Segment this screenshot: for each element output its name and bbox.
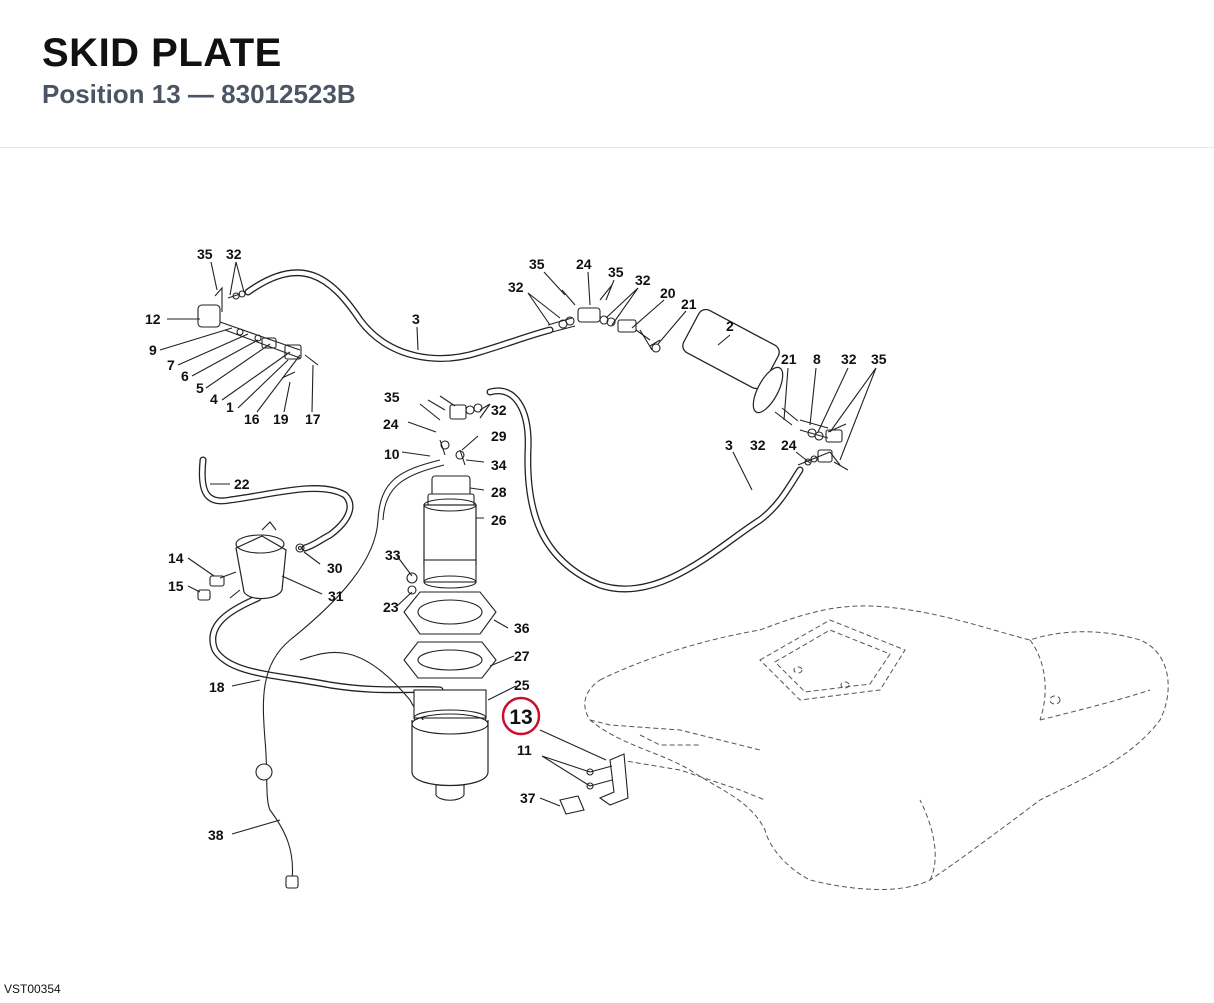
sensor-38: [255, 763, 299, 889]
callout-label: 32: [491, 402, 507, 418]
fuel-hoses: [198, 269, 804, 881]
callout-label: 35: [608, 264, 624, 280]
callout-labels: 35 32 12 9 7 6 5 4 1 16 19 17 3 35 24 35…: [145, 246, 887, 843]
callout-label: 19: [273, 411, 289, 427]
callout-label: 10: [384, 446, 400, 462]
callout-label: 21: [681, 296, 697, 312]
callout-label: 26: [491, 512, 507, 528]
callout-label: 2: [726, 318, 734, 334]
callout-label: 25: [514, 677, 530, 693]
callout-label: 4: [210, 391, 218, 407]
callout-leaders: [159, 261, 877, 835]
callout-label: 35: [529, 256, 545, 272]
callout-label: 18: [209, 679, 225, 695]
callout-label: 32: [635, 272, 651, 288]
fuel-pump-assembly: [403, 395, 497, 801]
highlight-ring: [501, 696, 541, 736]
callout-label: 6: [181, 368, 189, 384]
fuel-tank-outline: [584, 605, 1169, 890]
callout-label: 15: [168, 578, 184, 594]
callout-label: 3: [725, 437, 733, 453]
callout-label: 38: [208, 827, 224, 843]
callout-label: 23: [383, 599, 399, 615]
callout-label: 17: [305, 411, 321, 427]
callout-label: 1: [226, 399, 234, 415]
callout-label: 30: [327, 560, 343, 576]
callout-label: 21: [781, 351, 797, 367]
highlight-label: 13: [509, 706, 532, 729]
callout-label: 22: [234, 476, 250, 492]
callout-label: 16: [244, 411, 260, 427]
highlight-callout-13[interactable]: 13: [501, 696, 541, 736]
callout-label: 24: [383, 416, 399, 432]
callout-label: 14: [168, 550, 184, 566]
diagram-code: VST00354: [4, 982, 61, 996]
callout-label: 36: [514, 620, 530, 636]
callout-label: 32: [750, 437, 766, 453]
callout-label: 12: [145, 311, 161, 327]
bracket-and-bolts: [559, 753, 629, 815]
callout-label: 35: [871, 351, 887, 367]
callout-label: 3: [412, 311, 420, 327]
canister-31: [197, 521, 305, 601]
callout-label: 37: [520, 790, 536, 806]
callout-label: 32: [841, 351, 857, 367]
callout-label: 9: [149, 342, 157, 358]
exploded-parts-diagram: 35 32 12 9 7 6 5 4 1 16 19 17 3 35 24 35…: [145, 246, 1169, 890]
callout-label: 24: [576, 256, 592, 272]
fittings-right: [797, 419, 849, 471]
callout-label: 35: [197, 246, 213, 262]
page-title: SKID PLATE: [42, 31, 282, 75]
callout-label: 31: [328, 588, 344, 604]
fuel-filter-2: [639, 308, 799, 426]
fittings-top-center: [547, 284, 651, 341]
callout-label: 33: [385, 547, 401, 563]
callout-label: 32: [226, 246, 242, 262]
callout-label: 11: [517, 742, 532, 758]
callout-label: 5: [196, 380, 204, 396]
callout-label: 24: [781, 437, 797, 453]
callout-label: 27: [514, 648, 530, 664]
callout-label: 35: [384, 389, 400, 405]
callout-label: 7: [167, 357, 175, 373]
page-header: SKID PLATE Position 13 — 83012523B: [0, 0, 1214, 148]
callout-label: 32: [508, 279, 524, 295]
callout-label: 20: [660, 285, 676, 301]
callout-label: 28: [491, 484, 507, 500]
callout-label: 8: [813, 351, 821, 367]
callout-label: 29: [491, 428, 507, 444]
callout-label: 34: [491, 457, 507, 473]
page-subtitle: Position 13 — 83012523B: [42, 79, 356, 109]
